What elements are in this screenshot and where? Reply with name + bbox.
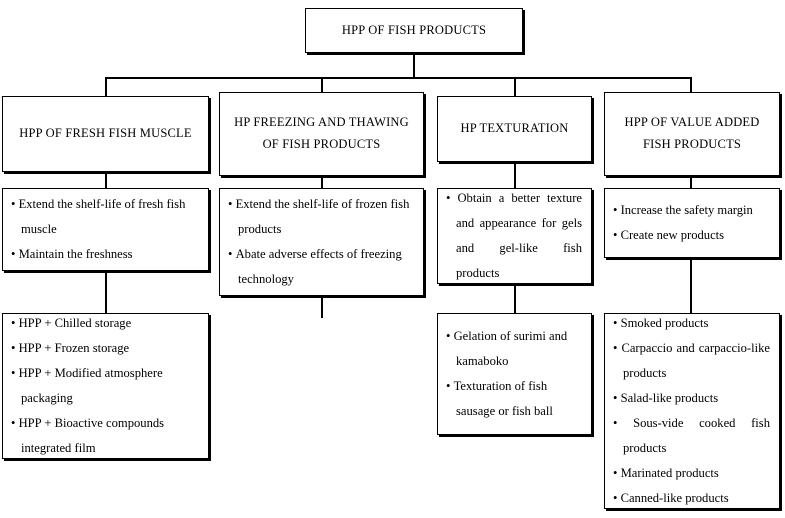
list-item: HPP + Bioactive compounds integrated fil… [11, 411, 199, 461]
connector-branch1-objectives-to-applications [105, 271, 107, 313]
branch-header-freezing-and-thawing: HP FREEZING AND THAWING OF FISH PRODUCTS [219, 92, 424, 176]
applications-box-value-added-fish-products: Smoked products Carpaccio and carpaccio-… [604, 313, 780, 509]
list-item: HPP + Frozen storage [11, 336, 199, 361]
objectives-box-value-added-fish-products: Increase the safety margin Create new pr… [604, 188, 780, 258]
list-item: Extend the shelf-life of fresh fish musc… [11, 192, 199, 242]
applications-box-hp-texturation: Gelation of surimi and kamaboko Texturat… [437, 313, 592, 435]
root-node-hpp-of-fish-products: HPP OF FISH PRODUCTS [305, 8, 523, 53]
list-item: Obtain a better texture and appearance f… [446, 186, 582, 286]
objectives-list: Obtain a better texture and appearance f… [438, 186, 591, 286]
branch-header-label: HP FREEZING AND THAWING OF FISH PRODUCTS [234, 115, 409, 151]
applications-list: Gelation of surimi and kamaboko Texturat… [438, 324, 591, 424]
branch-header-fresh-fish-muscle: HPP OF FRESH FISH MUSCLE [2, 96, 209, 172]
objectives-box-freezing-and-thawing: Extend the shelf-life of frozen fish pro… [219, 188, 424, 296]
connector-branch3-objectives-to-applications [514, 284, 516, 313]
connector-bar-to-branch-2 [321, 77, 323, 96]
list-item: HPP + Modified atmosphere packaging [11, 361, 199, 411]
applications-list: Smoked products Carpaccio and carpaccio-… [605, 311, 779, 510]
objectives-list: Extend the shelf-life of frozen fish pro… [220, 192, 423, 292]
list-item: Gelation of surimi and kamaboko [446, 324, 582, 374]
list-item: HPP + Chilled storage [11, 311, 199, 336]
connector-bar-to-branch-4 [690, 77, 692, 96]
list-item: Carpaccio and carpaccio-like products [613, 336, 770, 386]
objectives-box-hp-texturation: Obtain a better texture and appearance f… [437, 188, 592, 284]
list-item: Marinated products [613, 461, 770, 486]
branch-header-label: HPP OF VALUE ADDED FISH PRODUCTS [624, 115, 760, 151]
applications-box-fresh-fish-muscle: HPP + Chilled storage HPP + Frozen stora… [2, 313, 209, 459]
objectives-list: Extend the shelf-life of fresh fish musc… [3, 192, 208, 267]
list-item: Sous-vide cooked fish products [613, 411, 770, 461]
connector-root-stem [413, 53, 415, 78]
root-node-label: HPP OF FISH PRODUCTS [341, 22, 487, 37]
connector-branch4-header-to-objectives [690, 176, 692, 188]
list-item: Increase the safety margin [613, 198, 770, 223]
connector-branch4-objectives-to-applications [690, 258, 692, 313]
connector-branch1-header-to-objectives [105, 172, 107, 188]
connector-bar-to-branch-1 [105, 77, 107, 96]
list-item: Abate adverse effects of freezing techno… [228, 242, 414, 292]
branch-header-hp-texturation: HP TEXTURATION [437, 96, 592, 162]
list-item: Canned-like products [613, 486, 770, 511]
connector-branch3-header-to-objectives [514, 162, 516, 188]
list-item: Extend the shelf-life of frozen fish pro… [228, 192, 414, 242]
list-item: Create new products [613, 223, 770, 248]
list-item: Smoked products [613, 311, 770, 336]
list-item: Texturation of fish sausage or fish ball [446, 374, 582, 424]
objectives-list: Increase the safety margin Create new pr… [605, 198, 779, 248]
applications-list: HPP + Chilled storage HPP + Frozen stora… [3, 311, 208, 461]
branch-header-label: HPP OF FRESH FISH MUSCLE [19, 126, 192, 141]
connector-distribution-bar [105, 77, 691, 79]
list-item: Salad-like products [613, 386, 770, 411]
connector-bar-to-branch-3 [514, 77, 516, 96]
connector-branch2-header-to-objectives [321, 176, 323, 188]
branch-header-value-added-fish-products: HPP OF VALUE ADDED FISH PRODUCTS [604, 92, 780, 176]
branch-header-label: HP TEXTURATION [460, 121, 569, 136]
connector-branch2-dangling-stub [321, 296, 323, 318]
list-item: Maintain the freshness [11, 242, 199, 267]
objectives-box-fresh-fish-muscle: Extend the shelf-life of fresh fish musc… [2, 188, 209, 271]
